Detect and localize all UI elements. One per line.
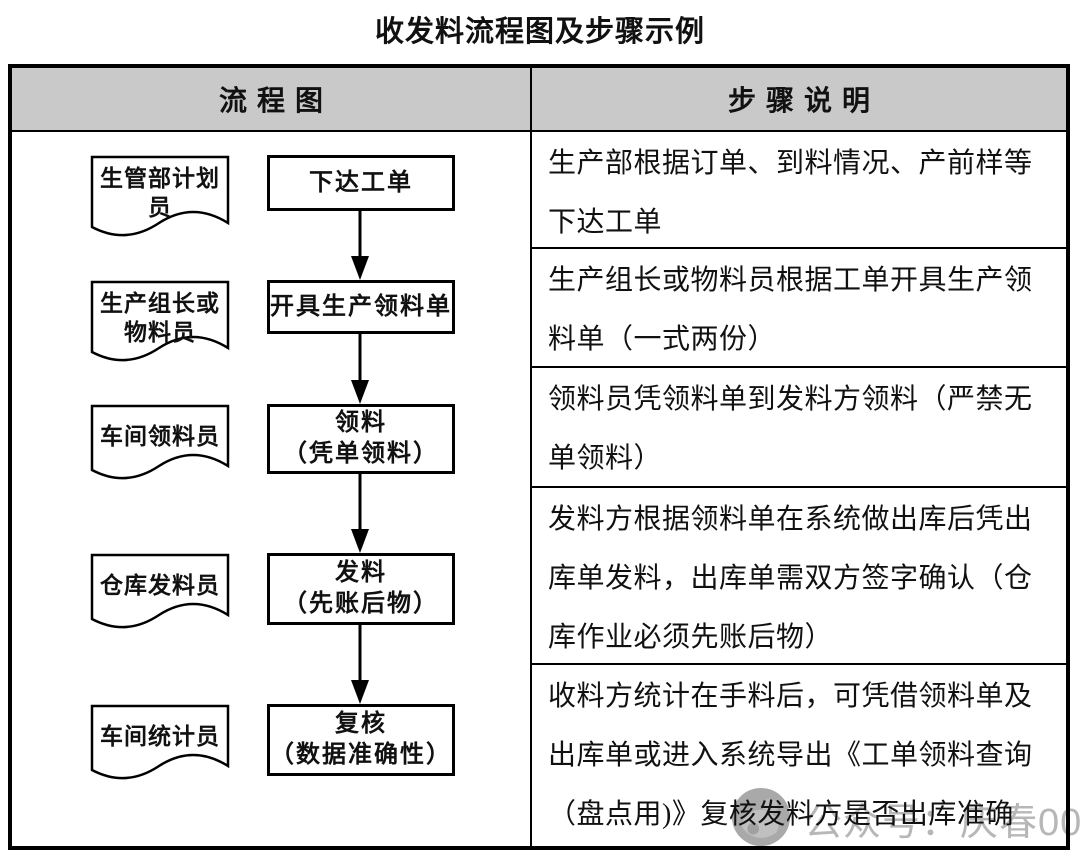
step-row: 生产部根据订单、到料情况、产前样等下达工单 (532, 132, 1066, 249)
process-label-line2: （凭单领料） (283, 441, 439, 467)
document-symbol-icon (90, 280, 230, 362)
watermark-logo-icon (730, 786, 792, 853)
step-text: 生产部根据订单、到料情况、产前样等下达工单 (548, 148, 1033, 238)
header-cell-flowchart: 流程图 (12, 68, 532, 130)
process-box: 领料 （凭单领料） (267, 404, 455, 474)
flow-steps-table: 流程图 步骤说明 生管部计划员 生产组长或物料员 (8, 64, 1070, 850)
step-text: 领料员凭领料单到发料方领料（严禁无单领料） (548, 384, 1033, 474)
document-symbol-icon (90, 553, 230, 629)
step-row: 收料方统计在手料后，可凭借领料单及出库单或进入系统导出《工单领料查询（盘点用)》… (532, 665, 1066, 846)
process-box: 下达工单 (267, 155, 455, 211)
process-box: 复核 （数据准确性） (267, 704, 455, 776)
watermark-text: 公众号：庆春001 (804, 802, 1080, 844)
process-label: 发料 (335, 560, 387, 586)
step-row: 发料方根据领料单在系统做出库后凭出库单发料，出库单需双方签字确认（仓库作业必须先… (532, 488, 1066, 665)
role-document-shape: 车间统计员 (90, 704, 230, 792)
process-label: 开具生产领料单 (270, 293, 452, 320)
step-text: 生产组长或物料员根据工单开具生产领料单（一式两份） (548, 265, 1033, 355)
process-box: 发料 （先账后物） (267, 553, 455, 625)
down-arrow-icon (348, 625, 372, 704)
document-symbol-icon (90, 704, 230, 780)
role-label: 车间统计员 (100, 724, 220, 749)
process-label-line2: （数据准确性） (270, 742, 452, 768)
role-document-shape: 生产组长或物料员 (90, 280, 230, 376)
down-arrow-icon (348, 211, 372, 280)
steps-cell: 生产部根据订单、到料情况、产前样等下达工单 生产组长或物料员根据工单开具生产领料… (532, 132, 1066, 846)
header-cell-steps: 步骤说明 (727, 86, 880, 117)
step-row: 生产组长或物料员根据工单开具生产领料单（一式两份） (532, 249, 1066, 368)
document-symbol-icon (90, 404, 230, 480)
step-text: 收料方统计在手料后，可凭借领料单及出库单或进入系统导出《工单领料查询（盘点用)》… (548, 681, 1033, 830)
down-arrow-icon (348, 474, 372, 553)
process-label-line2: （先账后物） (283, 591, 439, 617)
table-body: 生管部计划员 生产组长或物料员 车间领料员 仓库发料员 (12, 132, 1066, 846)
page-title: 收发料流程图及步骤示例 (374, 16, 705, 48)
step-row: 领料员凭领料单到发料方领料（严禁无单领料） (532, 368, 1066, 488)
role-label: 车间领料员 (100, 424, 220, 449)
role-label: 生管部计划员 (100, 166, 220, 220)
down-arrow-icon (348, 334, 372, 404)
process-box: 开具生产领料单 (267, 280, 455, 334)
role-document-shape: 生管部计划员 (90, 155, 230, 251)
process-label: 复核 (335, 711, 387, 737)
role-document-shape: 仓库发料员 (90, 553, 230, 641)
document-symbol-icon (90, 155, 230, 237)
flowchart-cell: 生管部计划员 生产组长或物料员 车间领料员 仓库发料员 (12, 132, 532, 846)
process-label: 下达工单 (309, 169, 413, 196)
table-header-row: 流程图 步骤说明 (12, 68, 1066, 132)
step-text: 发料方根据领料单在系统做出库后凭出库单发料，出库单需双方签字确认（仓库作业必须先… (548, 504, 1033, 653)
role-label: 仓库发料员 (100, 573, 220, 598)
role-label: 生产组长或物料员 (100, 291, 220, 345)
process-label: 领料 (335, 410, 387, 436)
role-document-shape: 车间领料员 (90, 404, 230, 492)
